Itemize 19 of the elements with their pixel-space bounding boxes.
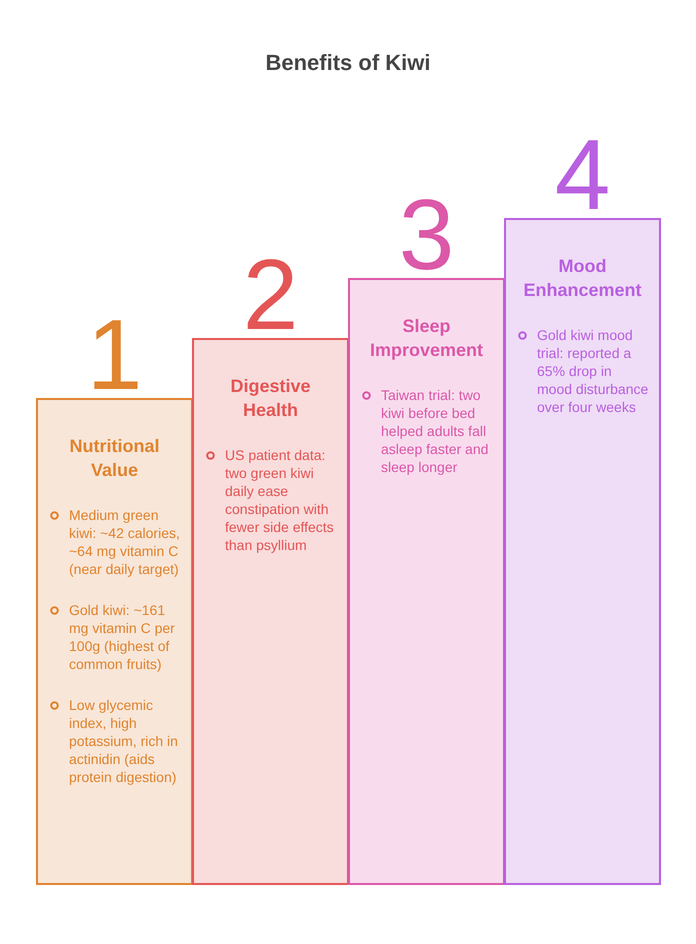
- step-number: 3: [398, 195, 454, 275]
- bullet-text: Low glycemic index, high potassium, rich in actinidin (aids protein digestion): [69, 696, 179, 786]
- step-column: [504, 218, 661, 885]
- column-heading: Nutritional Value: [68, 435, 160, 482]
- column-heading: Digestive Health: [229, 375, 312, 422]
- step-column: [192, 338, 349, 885]
- bullet-text: Taiwan trial: two kiwi before bed helped adults fall asleep faster and sleep longer: [381, 386, 490, 476]
- column-heading: Sleep Improvement: [368, 315, 484, 362]
- bullet-text: Medium green kiwi: ~42 calories, ~64 mg vitamin C (near daily target): [69, 506, 181, 578]
- bullet-text: Gold kiwi mood trial: reported a 65% drop in mood disturbance over four weeks: [537, 326, 649, 416]
- diagram-title: Benefits of Kiwi: [265, 50, 430, 76]
- bullet-text: US patient data: two green kiwi daily ease constipation with fewer side effects than psyllium: [225, 446, 335, 554]
- step-column: [36, 398, 193, 885]
- column-heading: Mood Enhancement: [522, 255, 643, 302]
- step-number: 2: [242, 255, 298, 335]
- bullet-text: Gold kiwi: ~161 mg vitamin C per 100g (highest of common fruits): [69, 601, 176, 673]
- step-number: 4: [554, 135, 610, 215]
- step-column: [348, 278, 505, 885]
- step-number: 1: [86, 315, 142, 395]
